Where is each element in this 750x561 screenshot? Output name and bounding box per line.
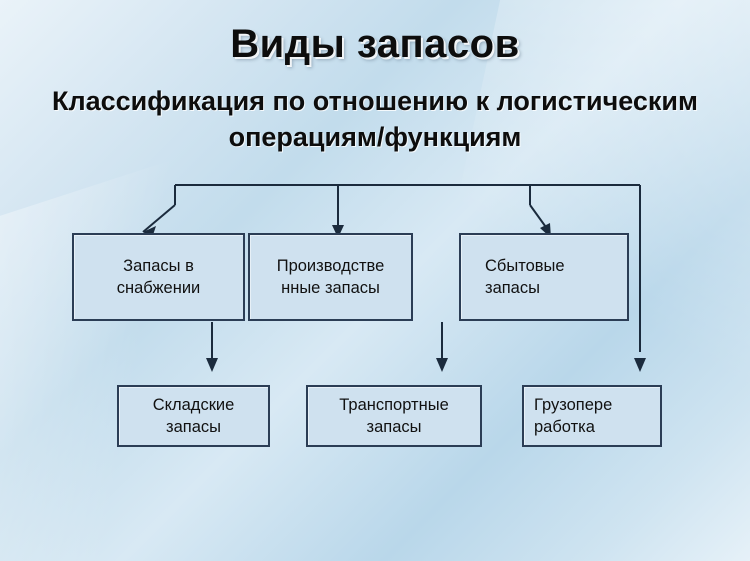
node-transport-line1: Транспортные bbox=[339, 395, 449, 414]
node-supply: Запасы в снабжении bbox=[72, 233, 245, 321]
page-title: Виды запасов bbox=[230, 22, 520, 66]
node-production: Производстве нные запасы bbox=[248, 233, 413, 321]
node-sales: Сбытовые запасы bbox=[459, 233, 629, 321]
node-transport-line2: запасы bbox=[366, 418, 422, 436]
node-transport: Транспортные запасы bbox=[306, 385, 482, 447]
node-production-line2: нные запасы bbox=[281, 279, 380, 297]
node-supply-line1: Запасы в bbox=[123, 256, 194, 275]
node-handling-line2: работка bbox=[534, 418, 595, 436]
node-sales-line2: запасы bbox=[485, 279, 540, 297]
node-sales-line1: Сбытовые bbox=[485, 256, 565, 275]
node-supply-line2: снабжении bbox=[116, 279, 201, 297]
diagram-root-label: Классификация по отношению к логистическ… bbox=[51, 86, 699, 152]
node-handling: Грузопере работка bbox=[522, 385, 662, 447]
node-warehouse: Складские запасы bbox=[117, 385, 270, 447]
node-warehouse-line2: запасы bbox=[166, 418, 221, 436]
node-production-line1: Производстве bbox=[276, 256, 385, 275]
node-warehouse-line1: Складские bbox=[152, 395, 235, 414]
node-handling-line1: Грузопере bbox=[534, 395, 613, 414]
